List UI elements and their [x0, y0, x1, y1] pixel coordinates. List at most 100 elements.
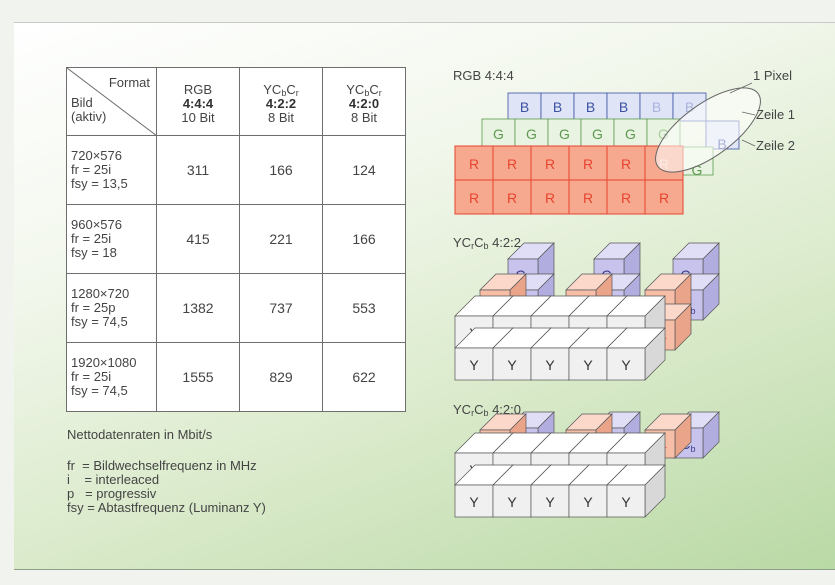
row2-label: Zeile 2 [756, 138, 796, 153]
pixel-pointer-line [729, 82, 753, 94]
pixel-cube [606, 464, 666, 518]
cube-front [568, 484, 608, 518]
luma-letter: Y [583, 494, 593, 510]
row2-pointer-line [741, 139, 756, 147]
corner-format-label: Format [108, 75, 150, 90]
column-bits: 8 Bit [267, 109, 294, 125]
cube-front [454, 347, 494, 381]
table-notes: Nettodatenraten in Mbit/s fr = Bildwechs… [67, 428, 266, 515]
table-cell: 166 [322, 204, 406, 274]
cube-front [492, 484, 532, 518]
blue-letter: B [586, 99, 595, 115]
legend-line: fsy = Abtastfrequenz (Luminanz Y) [67, 500, 266, 515]
luma-letter: Y [583, 357, 593, 373]
blue-letter: B [520, 99, 529, 115]
table-cell: 829 [239, 342, 323, 412]
column-sampling: 4:2:2 [265, 95, 297, 111]
corner-aktiv-label: (aktiv) [71, 109, 107, 124]
row1-pointer-line [741, 111, 756, 116]
blue-pixel [573, 92, 608, 122]
green-letter: G [625, 126, 636, 142]
luma-letter: Y [621, 494, 631, 510]
luma-letter: Y [621, 357, 631, 373]
table-cell: 553 [322, 273, 406, 343]
blue-letter: B [553, 99, 562, 115]
legend-line: i = interleaced [67, 472, 160, 487]
blue-pixel [507, 92, 542, 122]
rgb-444-title: RGB 4:4:4 [453, 68, 514, 83]
ycrcb-422-cubes: CbCbCrCbCbCrCbCbCrCrYYYYYYYYYY [454, 242, 720, 381]
luma-letter: Y [545, 357, 555, 373]
red-pixel [568, 179, 608, 215]
green-letter: G [526, 126, 537, 142]
red-letter: R [621, 190, 631, 206]
red-pixel [454, 179, 494, 215]
luma-letter: Y [469, 494, 479, 510]
red-letter: R [545, 190, 555, 206]
rgb-444-layers: BBBBBBBGGGGGGGRRRRRRRRRRRR [454, 82, 761, 215]
red-pixel [644, 179, 684, 215]
green-letter: G [592, 126, 603, 142]
legend-line: p = progressiv [67, 486, 157, 501]
red-letter: R [469, 156, 479, 172]
red-letter: R [583, 156, 593, 172]
blue-letter: B [652, 99, 661, 115]
blue-pixel [639, 92, 674, 122]
blue-letter: B [619, 99, 628, 115]
ycrcb-420-title: YCrCb 4:2:0 [453, 402, 521, 418]
column-format: YCbCr [263, 81, 299, 98]
column-sampling: 4:2:0 [348, 95, 380, 111]
cube-front [530, 347, 570, 381]
green-pixel [613, 118, 648, 148]
pixel-cube [606, 327, 666, 381]
table-cell: 1555 [156, 342, 240, 412]
red-letter: R [507, 156, 517, 172]
cube-front [606, 484, 646, 518]
ycrcb-420-cubes: CbCrCbCrCbCrYYYYYYYYYY [454, 411, 720, 518]
table-cell: 311 [156, 135, 240, 205]
row1-label: Zeile 1 [756, 107, 796, 122]
luma-letter: Y [545, 494, 555, 510]
luma-letter: Y [507, 494, 517, 510]
blue-pixel [540, 92, 575, 122]
cube-front [606, 347, 646, 381]
table-cell: 737 [239, 273, 323, 343]
legend-line: fr = Bildwechselfrequenz in MHz [67, 458, 257, 473]
luma-letter: Y [469, 357, 479, 373]
red-pixel [530, 145, 570, 181]
red-letter: R [545, 156, 555, 172]
green-letter: G [493, 126, 504, 142]
red-pixel [492, 179, 532, 215]
column-header-ycbcr-422: YCbCr 4:2:2 8 Bit [239, 67, 323, 136]
column-format: YCbCr [346, 81, 382, 98]
ycrcb-422-title: YCrCb 4:2:2 [453, 235, 521, 251]
table-cell: 166 [239, 135, 323, 205]
notes-title: Nettodatenraten in Mbit/s [67, 427, 213, 442]
column-sampling: 4:4:4 [182, 95, 214, 111]
green-pixel [580, 118, 615, 148]
pixel-label: 1 Pixel [753, 68, 793, 83]
corner-diagonal [67, 68, 157, 136]
red-letter: R [469, 190, 479, 206]
corner-bild-label: Bild [71, 95, 93, 110]
pixel-highlight-ellipse [655, 87, 761, 173]
green-letter: G [559, 126, 570, 142]
column-header-ycbcr-420: YCbCr 4:2:0 8 Bit [322, 67, 406, 136]
green-letter: G [692, 162, 703, 178]
data-rate-table: Format Bild (aktiv) RGB 4:4:4 10 Bit YCb… [66, 67, 406, 412]
green-pixel [514, 118, 549, 148]
red-pixel [454, 145, 494, 181]
blue-letter: B [685, 99, 694, 115]
red-letter: R [507, 190, 517, 206]
table-cell: 221 [239, 204, 323, 274]
table-header-row: Format Bild (aktiv) RGB 4:4:4 10 Bit YCb… [66, 67, 406, 136]
column-format: RGB [183, 81, 213, 97]
